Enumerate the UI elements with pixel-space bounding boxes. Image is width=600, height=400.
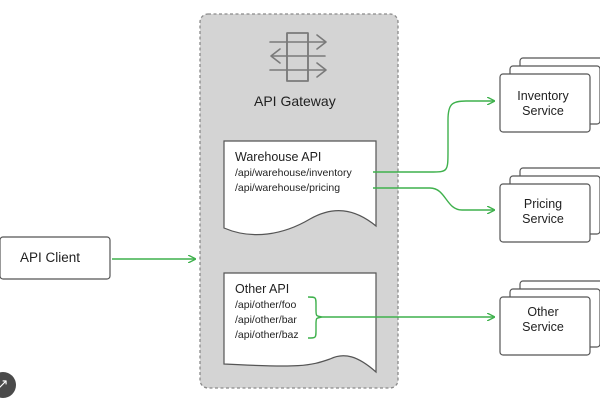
other-route-baz: /api/other/baz: [235, 329, 299, 341]
other-service-label: Other Service: [504, 305, 582, 335]
inventory-service-label: Inventory Service: [504, 89, 582, 119]
other-service-stack: [499, 280, 600, 356]
gateway-title: API Gateway: [254, 93, 336, 109]
other-route-bar: /api/other/bar: [235, 314, 297, 326]
other-api-document: [223, 272, 377, 374]
warehouse-route-inventory: /api/warehouse/inventory: [235, 167, 352, 179]
pricing-service-line2: Service: [522, 212, 564, 226]
api-client-box: [0, 236, 111, 280]
gateway-arrows-icon: [269, 32, 327, 82]
pricing-service-stack: [499, 167, 600, 243]
pricing-service-label: Pricing Service: [504, 197, 582, 227]
pricing-service-card: [499, 183, 591, 243]
other-service-card: [499, 296, 591, 356]
inventory-service-card: [499, 73, 591, 133]
warehouse-api-document: [223, 140, 377, 236]
warehouse-api-title: Warehouse API: [235, 150, 322, 164]
inventory-service-line1: Inventory: [517, 89, 569, 103]
inventory-route-arrow: [373, 101, 494, 173]
other-route-foo: /api/other/foo: [235, 299, 297, 311]
pricing-service-line1: Pricing: [523, 197, 563, 211]
warehouse-route-pricing: /api/warehouse/pricing: [235, 182, 341, 194]
other-api-title: Other API: [235, 282, 290, 296]
inventory-service-stack: [499, 57, 600, 133]
other-service-line1: Other: [527, 305, 559, 319]
pricing-route-arrow: [373, 187, 494, 210]
other-service-line2: Service: [522, 320, 564, 334]
share-icon[interactable]: ↗: [0, 372, 16, 398]
inventory-service-line2: Service: [522, 104, 564, 118]
api-client-label: API Client: [20, 250, 81, 265]
